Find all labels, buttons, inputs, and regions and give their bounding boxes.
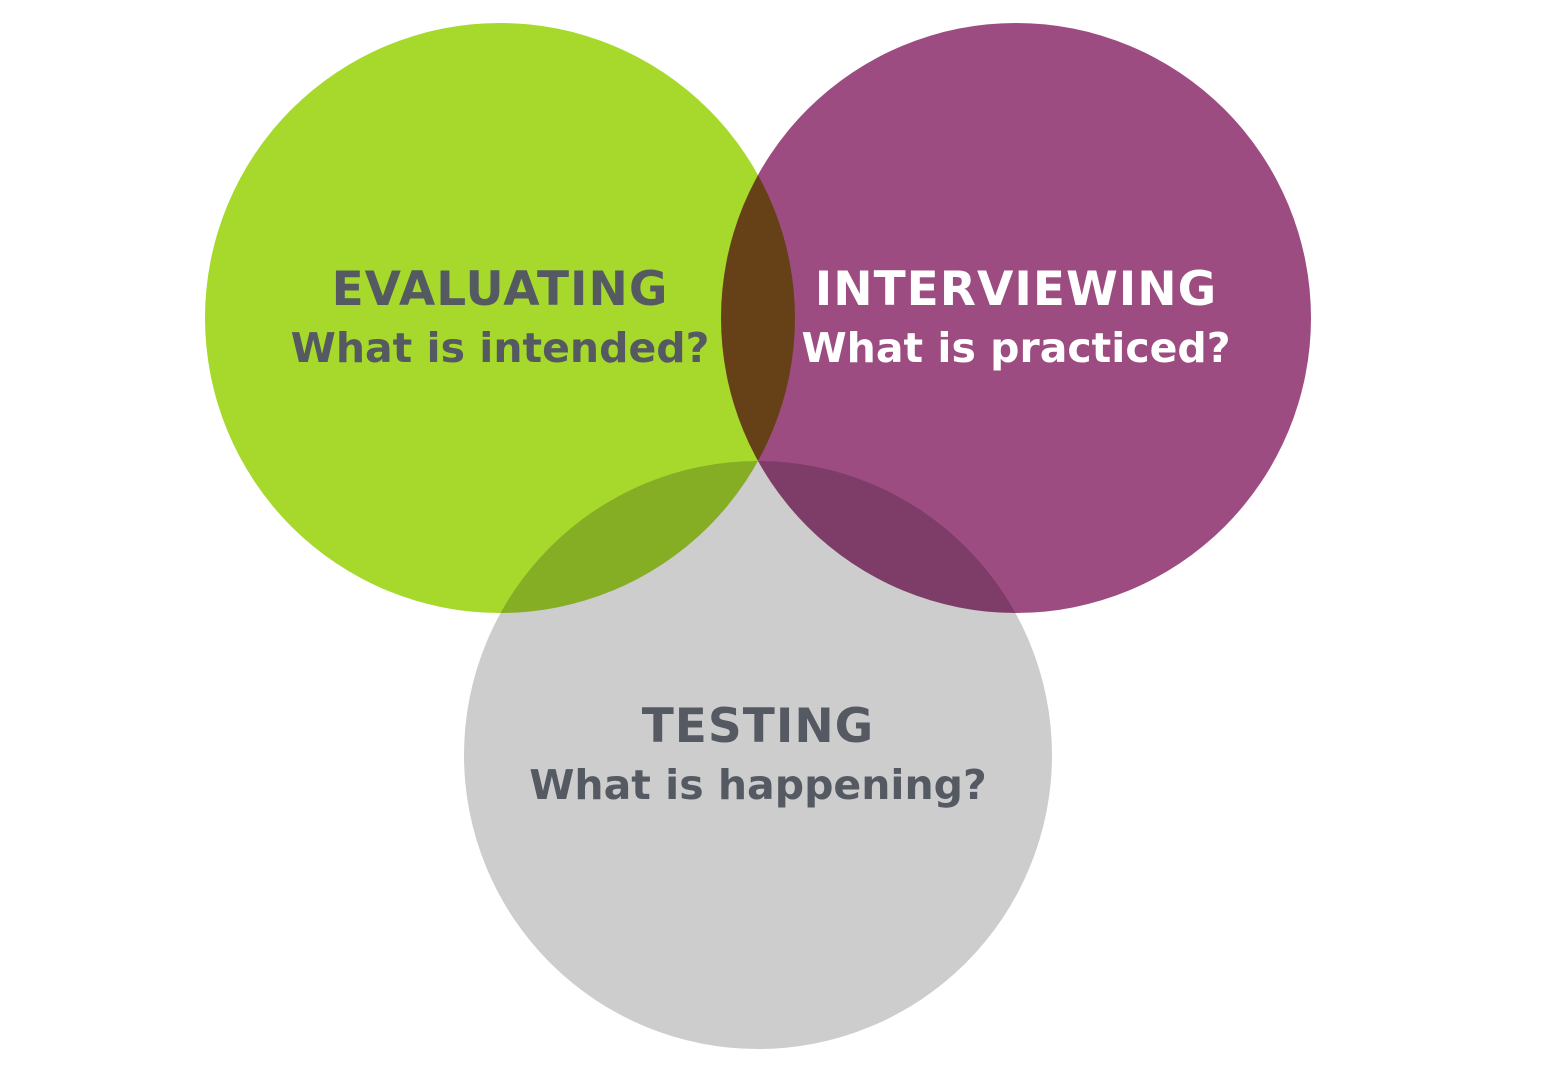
testing-circle bbox=[464, 461, 1052, 1049]
